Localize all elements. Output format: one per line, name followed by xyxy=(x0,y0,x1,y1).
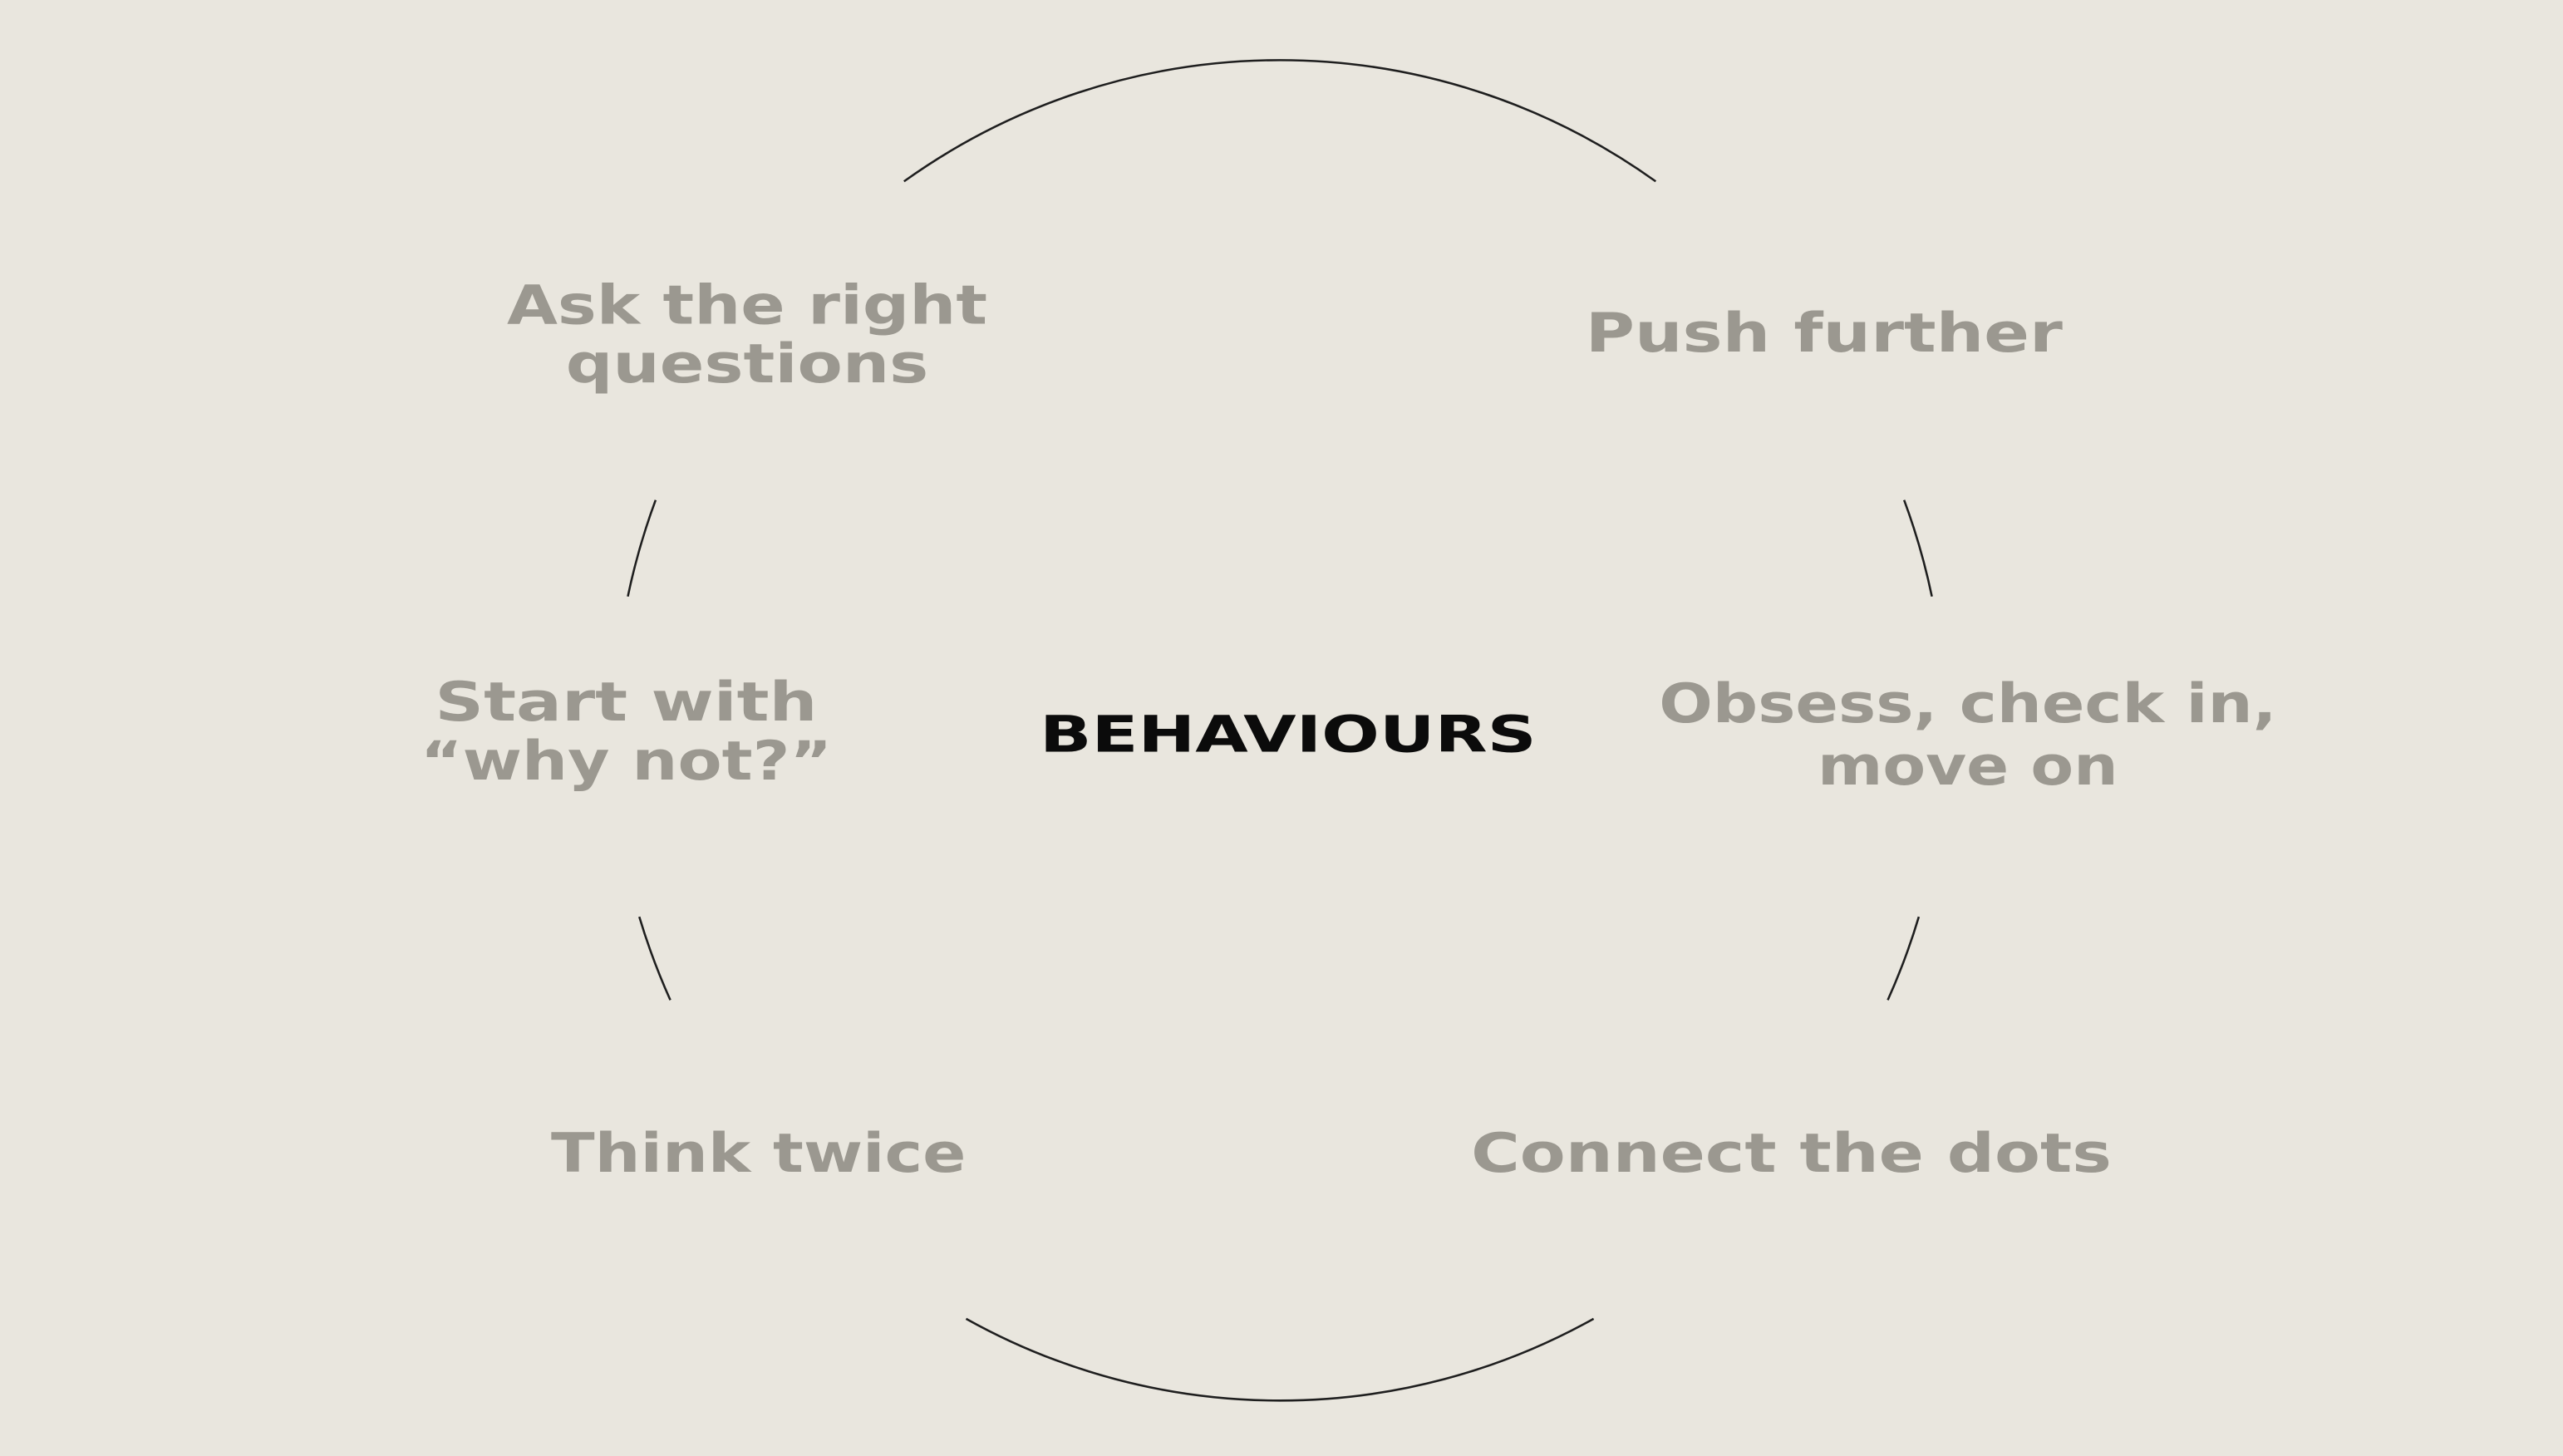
ring xyxy=(627,59,1933,1402)
behaviour-start-with-why-not: Start with “why not?” xyxy=(421,671,833,793)
ring-arc-top xyxy=(903,59,1657,183)
behaviour-line: Obsess, check in, xyxy=(1659,673,2276,735)
center-title: BEHAVIOURS xyxy=(1040,706,1537,765)
ring-arc-bottom xyxy=(965,1317,1595,1402)
ring-arc-upper-right xyxy=(1902,499,1933,597)
behaviour-ask-the-right-questions: Ask the right questions xyxy=(507,274,987,396)
ring-arc-lower-right xyxy=(1887,916,1921,1001)
ring-arc-lower-left xyxy=(638,916,671,1001)
behaviour-connect-the-dots: Connect the dots xyxy=(1471,1123,2112,1185)
behaviour-line: “why not?” xyxy=(421,730,833,793)
behaviour-line: Ask the right xyxy=(507,274,987,337)
behaviour-think-twice: Think twice xyxy=(551,1123,966,1185)
ring-arc-upper-left xyxy=(627,499,657,597)
behaviour-line: Connect the dots xyxy=(1471,1123,2112,1185)
behaviour-line: questions xyxy=(566,333,929,396)
behaviour-line: move on xyxy=(1818,735,2118,798)
behaviour-line: Start with xyxy=(435,671,817,734)
behaviour-push-further: Push further xyxy=(1586,303,2063,365)
behaviour-line: Push further xyxy=(1586,303,2063,365)
behaviour-obsess-check-in-move-on: Obsess, check in, move on xyxy=(1659,673,2276,798)
behaviour-line: Think twice xyxy=(551,1123,966,1185)
